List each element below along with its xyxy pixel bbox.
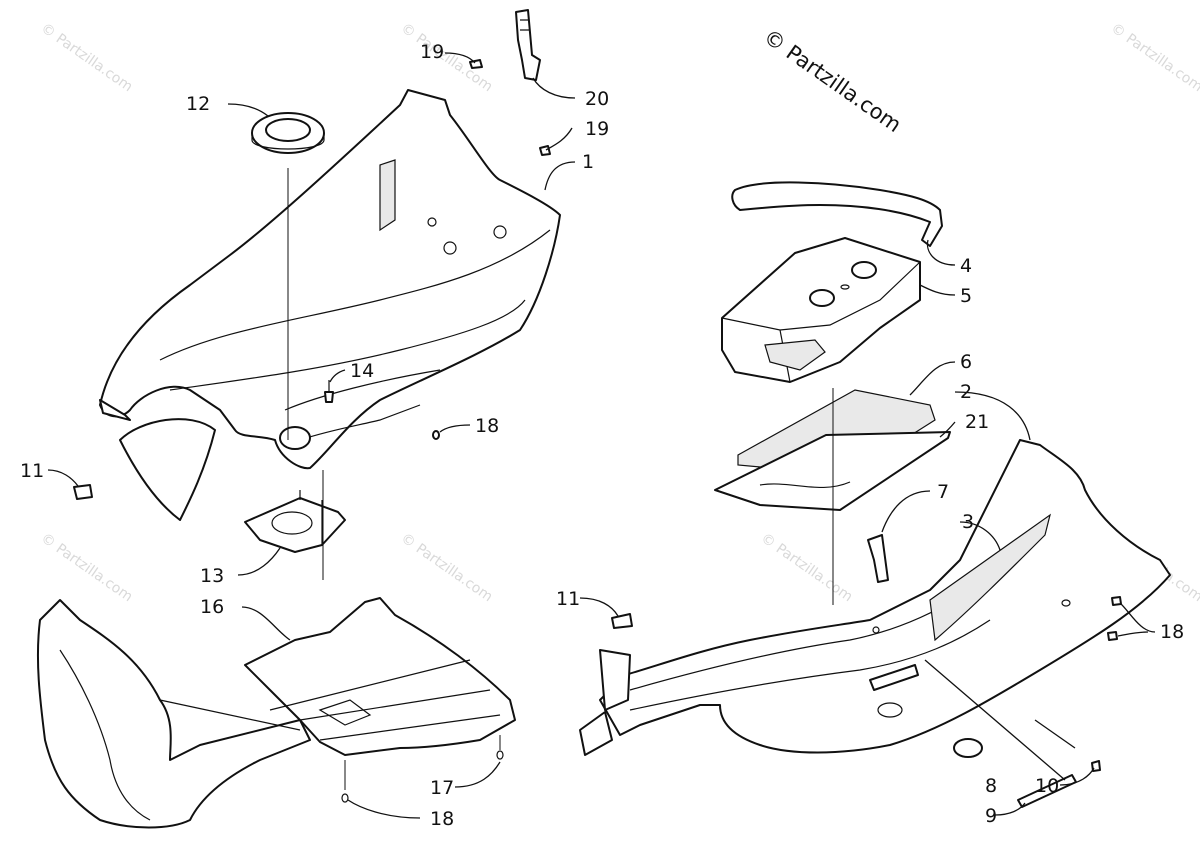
callout-9: 9 [985,805,997,827]
fasteners-top [324,59,551,440]
callout-19-top: 19 [420,41,444,63]
part-4-seal-strip [731,181,943,247]
callout-labels: 1 2 3 4 5 6 7 8 9 10 11 11 12 13 14 16 1… [20,41,1184,830]
alignment-lines [287,168,834,790]
watermark: © Partzilla.com [38,530,136,605]
callout-3: 3 [962,511,974,533]
callout-13: 13 [200,565,224,587]
part-1-side-panel [99,89,561,521]
callout-19-right: 19 [585,118,609,140]
part-11-clip-right [611,613,633,629]
watermark: © Partzilla.com [398,20,496,95]
part-5-air-box [721,237,921,383]
callout-18-right: 18 [1160,621,1184,643]
part-13-bracket [244,490,346,553]
part-7-strap [867,534,889,634]
callout-7: 7 [937,481,949,503]
parts-8-9-10 [953,738,1101,808]
callout-8: 8 [985,775,997,797]
copyright-label: © Partzilla.com [759,24,906,137]
callout-14: 14 [350,360,374,382]
part-11-clip-left [73,484,93,500]
part-20-strap [515,9,541,81]
callout-1: 1 [582,151,594,173]
front-bumper [36,599,311,829]
callout-17: 17 [430,777,454,799]
callout-21: 21 [965,411,989,433]
part-12-grommet [251,112,325,154]
callout-5: 5 [960,285,972,307]
leader-lines [47,52,1156,819]
callout-10: 10 [1035,775,1059,797]
callout-20: 20 [585,88,609,110]
part-2-belly-pan [579,439,1171,756]
fasteners-bottom [341,750,504,803]
callout-4: 4 [960,255,972,277]
part-16-skid [244,597,516,756]
callout-18-bottom: 18 [430,808,454,830]
watermark: © Partzilla.com [398,530,496,605]
callout-11-right: 11 [556,588,580,610]
watermark: © Partzilla.com [1108,20,1200,95]
callout-12: 12 [186,93,210,115]
callout-16: 16 [200,596,224,618]
fasteners-right [1061,596,1122,641]
callout-11-left: 11 [20,460,44,482]
callout-18-top: 18 [475,415,499,437]
callout-6: 6 [960,351,972,373]
watermark: © Partzilla.com [758,530,856,605]
watermark: © Partzilla.com [38,20,136,95]
callout-2: 2 [960,381,972,403]
